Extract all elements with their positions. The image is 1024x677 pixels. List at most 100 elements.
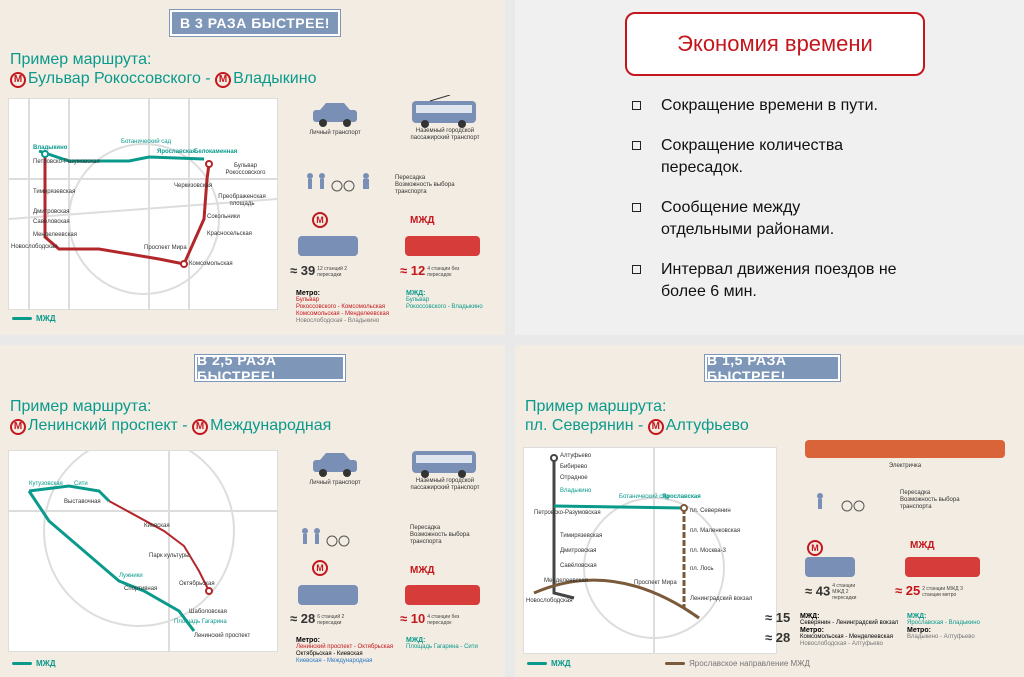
route-to: Владыкино (233, 70, 317, 87)
bullet-item: Сокращение количества пересадок. (632, 135, 992, 179)
mcd-train-icon (405, 236, 480, 256)
station-label: пл. Северянин (690, 508, 731, 514)
station-label: пл. Маленковская (690, 528, 741, 534)
station-label: Белокаменная (194, 149, 238, 155)
station-label: Ботанический сад (619, 494, 670, 500)
station-label: Бульвар Рокоссовского (225, 163, 266, 176)
example-label: Пример маршрута: (525, 398, 667, 415)
example-label: Пример маршрута: (10, 51, 152, 68)
route-from: пл. Северянин - (525, 417, 644, 434)
station-label: пл. Москва-3 (690, 548, 726, 554)
speed-ribbon: В 2,5 РАЗА БЫСТРЕЕ! (183, 352, 357, 384)
walking-cyclist-icons (307, 173, 369, 192)
station-label: Лужники (119, 573, 143, 579)
mcd-legend: МЖД (12, 659, 56, 668)
station-label: Тимирязевская (560, 533, 603, 539)
station-label: Сокольники (207, 214, 240, 220)
suburban-train-icon (805, 440, 1005, 458)
station-label: Новослободская (11, 244, 58, 250)
route-from: Ленинский проспект - (28, 417, 188, 434)
walking-cyclist-icons (302, 528, 350, 547)
route-to: Алтуфьево (665, 417, 749, 434)
car-icon (313, 453, 357, 477)
mjd-time: ≈ 15 (765, 610, 791, 625)
metro-icon: М (647, 419, 664, 435)
bullet-item: Сокращение времени в пути. (632, 95, 992, 117)
mcd-logo-icon: МЖД (410, 565, 435, 576)
station-label: Ярославская (157, 149, 196, 155)
station-label: Дмитровская (560, 548, 597, 554)
station-label: Ярославская (662, 494, 701, 500)
example-label: Пример маршрута: (10, 398, 152, 415)
transfer-label: Пересадка Возможность выбора транспорта (410, 525, 470, 545)
mcd-train-icon (905, 557, 980, 577)
metro-route: МЖД: Северянин - Ленинградский вокзал Ме… (800, 613, 899, 647)
station-label: Савёловская (560, 563, 597, 569)
metro-map: Алтуфьево Бибирево Отрадное Владыкино Пе… (523, 447, 777, 654)
metro-train-icon (298, 585, 358, 605)
station-label: Дмитровская (33, 209, 70, 215)
checkbox-icon (632, 203, 641, 212)
station-label: Отрадное (560, 475, 588, 481)
station-label: Площадь Гагарина (174, 619, 227, 625)
mcd-line-icon (12, 662, 32, 665)
station-label: Комсомольская (189, 261, 233, 267)
station-label: Проспект Мира (144, 245, 187, 251)
mcd-legend: МЖД (12, 314, 56, 323)
mcd-route: МЖД: Бульвар Рокоссовского - Владыкино (406, 290, 483, 310)
bullet-list: Сокращение времени в пути. Сокращение ко… (632, 95, 992, 321)
metro-icon: М (10, 419, 26, 435)
mcd-legend: МЖД (527, 659, 571, 668)
mcd-logo-icon: МЖД (410, 215, 435, 226)
speed-ribbon: В 3 РАЗА БЫСТРЕЕ! (158, 9, 352, 39)
metro-train-icon (298, 236, 358, 256)
train-label: Электричка (888, 463, 922, 469)
station-label: Ленинградский вокзал (690, 596, 753, 602)
route-to: Международная (210, 417, 332, 434)
station-label: Менделеевская (544, 578, 588, 584)
station-label: Кутузовская (29, 481, 63, 487)
station-label: Шаболовская (189, 609, 227, 615)
example-panel-3: В 1,5 РАЗА БЫСТРЕЕ! Пример маршрута: пл.… (515, 345, 1024, 677)
station-label: Менделеевская (33, 232, 77, 238)
route-from: Бульвар Рокоссовского - (28, 70, 211, 87)
transfer-label: Пересадка Возможность выбора транспорта (395, 175, 455, 195)
metro-icon: М (10, 72, 26, 88)
station-label: Киевская (144, 523, 170, 529)
station-label: Владыкино (560, 488, 592, 494)
metro-route: Метро: Бульвар Рокоссовского - Комсомоль… (296, 290, 389, 324)
metro-map: Владыкино Петровско-Разумовская Тимирязе… (8, 98, 278, 310)
station-label: Новослободская (526, 598, 573, 604)
station-label: Черкизовская (174, 183, 213, 189)
bullet-item: Сообщение между отдельными районами. (632, 197, 992, 241)
yaroslavl-legend: Ярославское направление МЖД (665, 659, 810, 668)
map-lines (533, 448, 725, 653)
metro-logo-icon: М (807, 540, 823, 556)
bus-label: Наземный городской пассажирский транспор… (410, 128, 480, 141)
metro-train-icon (805, 557, 855, 577)
station-label: Красносельская (207, 231, 252, 237)
speed-ribbon: В 1,5 РАЗА БЫСТРЕЕ! (693, 352, 852, 384)
map-lines (9, 435, 277, 651)
walking-cyclist-icons (817, 493, 865, 512)
mcd-route: МЖД: Ярославская - Владыкино Метро: Влад… (907, 613, 980, 640)
metro-map: Кутузовская Сити Выставочная Киевская Па… (8, 435, 278, 652)
checkbox-icon (632, 141, 641, 150)
station-label: Парк культуры (149, 553, 190, 559)
trolleybus-icon (412, 451, 476, 478)
station-label: Владыкино (33, 145, 68, 151)
station-label: Тимирязевская (33, 189, 76, 195)
station-label: Спортивная (124, 586, 158, 592)
mcd-route: МЖД: Площадь Гагарина - Сити (406, 637, 478, 650)
station-label: Выставочная (64, 499, 101, 505)
station-label: Бибирево (560, 464, 588, 470)
station-label: Сити (74, 481, 88, 487)
